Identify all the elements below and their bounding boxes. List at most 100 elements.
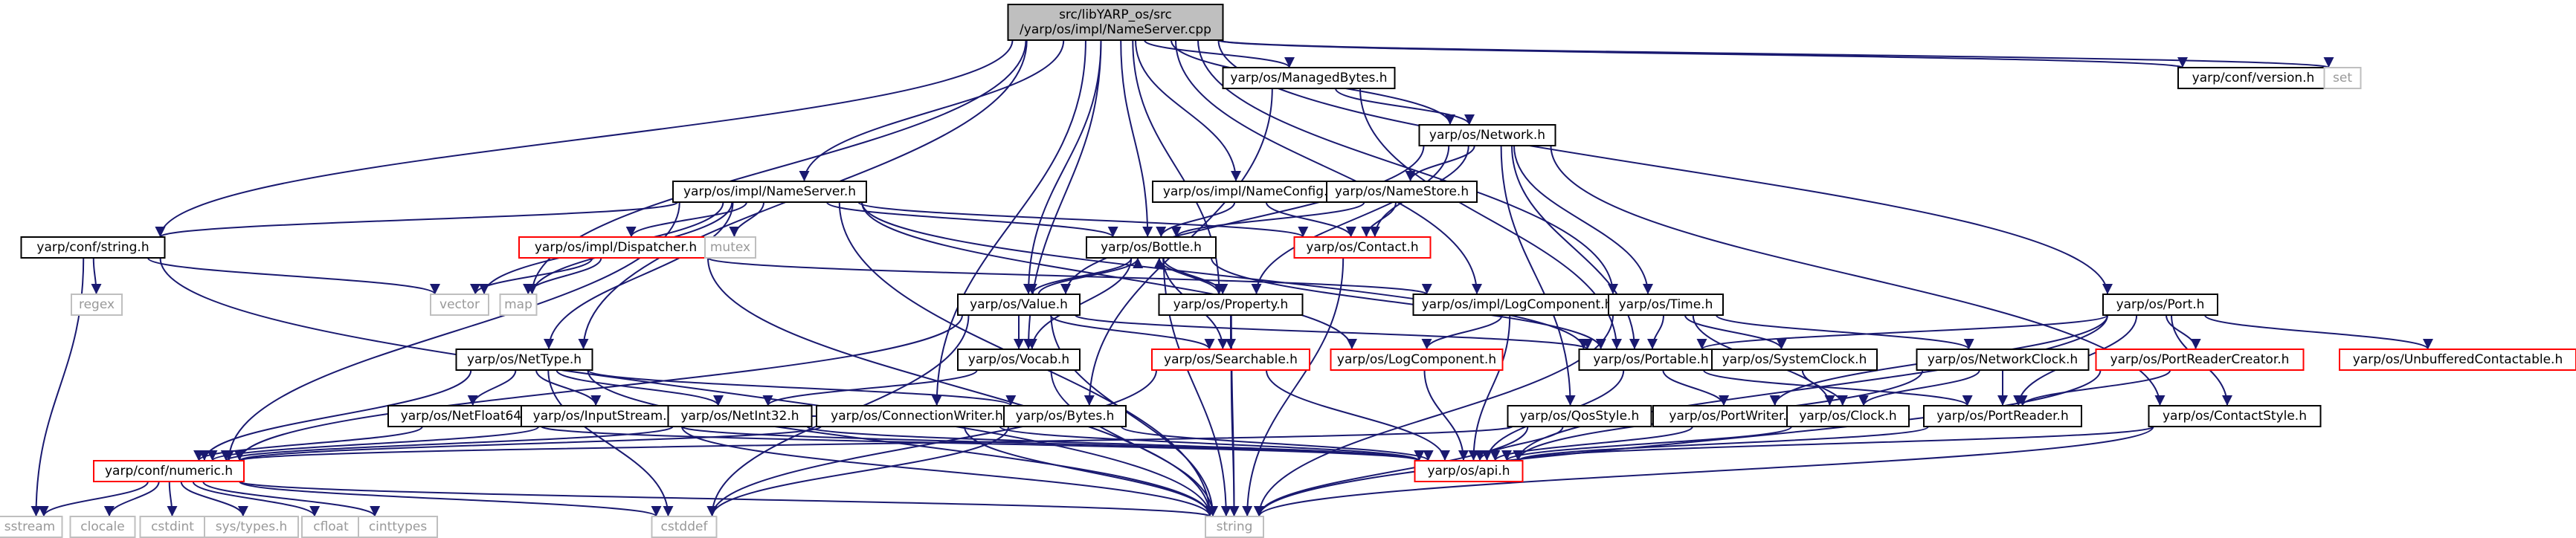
node-label: yarp/os/NetworkClock.h [1928, 352, 2078, 367]
edge-confstring-to-vector [146, 257, 440, 295]
edge-network-to-time [1513, 145, 1653, 295]
node-portreader[interactable]: yarp/os/PortReader.h [1923, 405, 2082, 427]
node-nettype[interactable]: yarp/os/NetType.h [455, 349, 593, 371]
node-confstring[interactable]: yarp/conf/string.h [20, 236, 166, 259]
node-confversion[interactable]: yarp/conf/version.h [2177, 67, 2329, 89]
edge-path [681, 426, 1215, 517]
edge-path [38, 481, 149, 517]
node-property[interactable]: yarp/os/Property.h [1158, 294, 1304, 316]
node-time[interactable]: yarp/os/Time.h [1608, 294, 1724, 316]
node-portable[interactable]: yarp/os/Portable.h [1578, 349, 1724, 371]
node-searchable[interactable]: yarp/os/Searchable.h [1151, 349, 1310, 371]
node-netint32[interactable]: yarp/os/NetInt32.h [667, 405, 813, 427]
edge-path [625, 201, 747, 238]
node-label: yarp/os/Time.h [1619, 297, 1713, 312]
edge-value-to-searchable [1049, 314, 1215, 350]
edge-implnameserver-to-contact [857, 201, 1308, 238]
edge-path [159, 257, 1215, 517]
node-box [1293, 236, 1432, 259]
edge-path [1423, 369, 1469, 461]
node-portreadercreator[interactable]: yarp/os/PortReaderCreator.h [2095, 349, 2305, 371]
edge-bottle-to-portable [1211, 257, 1606, 350]
edge-path [1421, 314, 1503, 350]
node-vocab[interactable]: yarp/os/Vocab.h [957, 349, 1081, 371]
edge-path [146, 257, 440, 295]
edge-path [1229, 369, 1240, 517]
node-bottle[interactable]: yarp/os/Bottle.h [1086, 236, 1217, 259]
node-logcomponent[interactable]: yarp/os/LogComponent.h [1330, 349, 1504, 371]
node-clock[interactable]: yarp/os/Clock.h [1786, 405, 1910, 427]
edge-path [221, 426, 674, 461]
node-clocale: clocale [69, 516, 136, 538]
node-inputstream[interactable]: yarp/os/InputStream.h [521, 405, 687, 427]
node-root[interactable]: src/libYARP_os/src/yarp/os/impl/NameServ… [1007, 4, 1224, 41]
edge-path [1702, 369, 1973, 406]
edge-path [2165, 314, 2201, 350]
node-systemclock[interactable]: yarp/os/SystemClock.h [1711, 349, 1878, 371]
edge-path [1511, 145, 1640, 350]
edge-path [556, 369, 724, 406]
node-box [1152, 181, 1347, 203]
edge-path [1121, 426, 1434, 461]
node-label: vector [439, 297, 480, 312]
edge-numeric-to-sstream [38, 481, 149, 517]
node-box [2339, 349, 2576, 371]
node-network[interactable]: yarp/os/Network.h [1418, 124, 1556, 146]
node-namestore[interactable]: yarp/os/NameStore.h [1326, 181, 1478, 203]
node-networkclock[interactable]: yarp/os/NetworkClock.h [1916, 349, 2090, 371]
node-implnameconfig[interactable]: yarp/os/impl/NameConfig.h [1152, 181, 1347, 203]
node-label: regex [79, 297, 115, 312]
edge-dispatcher-to-logcomponentimpl [707, 257, 1432, 295]
node-label: yarp/os/NetFloat64.h [401, 409, 534, 424]
edge-implnameserver-to-nettype [544, 201, 734, 350]
node-port[interactable]: yarp/os/Port.h [2102, 294, 2218, 316]
edge-root-to-confstring [155, 39, 1014, 238]
node-box [204, 516, 299, 538]
node-box [93, 460, 245, 482]
edge-connectionwriter-to-string [964, 426, 1215, 517]
node-netfloat64[interactable]: yarp/os/NetFloat64.h [387, 405, 547, 427]
node-label: /yarp/os/impl/NameServer.cpp [1020, 22, 1211, 37]
edge-path [964, 426, 1215, 517]
edge-qosstyle-to-string [1254, 426, 1529, 517]
edge-path [861, 201, 1357, 350]
edge-searchable-to-api [1266, 369, 1450, 461]
edge-path [587, 369, 1016, 406]
node-portwriter[interactable]: yarp/os/PortWriter.h [1652, 405, 1812, 427]
node-value[interactable]: yarp/os/Value.h [957, 294, 1081, 316]
edge-root-to-logcomponentimpl [1175, 39, 1482, 295]
edge-path [1662, 369, 1730, 406]
edge-qosstyle-to-numeric [235, 426, 1513, 461]
edge-nettype-to-bytes [587, 369, 1016, 406]
edge-property-to-bottle [1153, 257, 1220, 295]
node-api[interactable]: yarp/os/api.h [1414, 460, 1524, 482]
edge-path [1050, 369, 1218, 517]
node-label: yarp/os/Searchable.h [1164, 352, 1298, 367]
edge-numeric-to-string [239, 481, 1215, 517]
edge-path [547, 369, 674, 517]
node-box [704, 236, 756, 259]
node-implnameserver[interactable]: yarp/os/impl/NameServer.h [672, 181, 867, 203]
edge-implnameserver-to-mutex [729, 201, 765, 238]
node-bytes[interactable]: yarp/os/Bytes.h [1003, 405, 1127, 427]
node-label: yarp/os/PortReaderCreator.h [2110, 352, 2290, 367]
node-connectionwriter[interactable]: yarp/os/ConnectionWriter.h [816, 405, 1018, 427]
node-dispatcher[interactable]: yarp/os/impl/Dispatcher.h [518, 236, 713, 259]
node-contactstyle[interactable]: yarp/os/ContactStyle.h [2148, 405, 2322, 427]
node-box [499, 294, 538, 316]
node-logcomponentimpl[interactable]: yarp/os/impl/LogComponent.h [1412, 294, 1622, 316]
node-qosstyle[interactable]: yarp/os/QosStyle.h [1507, 405, 1652, 427]
node-unbuffered[interactable]: yarp/os/UnbufferedContactable.h [2339, 349, 2576, 371]
edge-path [234, 426, 822, 461]
edge-path [1211, 257, 1606, 350]
node-contact[interactable]: yarp/os/Contact.h [1293, 236, 1432, 259]
node-box [1330, 349, 1504, 371]
edge-path [1254, 426, 2154, 517]
edge-searchable-to-string [1229, 369, 1240, 517]
edge-path [1696, 314, 2108, 350]
node-managedbytes[interactable]: yarp/os/ManagedBytes.h [1222, 67, 1396, 89]
node-numeric[interactable]: yarp/conf/numeric.h [93, 460, 245, 482]
edge-path [1254, 369, 2102, 517]
edge-path [1217, 39, 2334, 68]
node-label: cfloat [313, 519, 349, 534]
